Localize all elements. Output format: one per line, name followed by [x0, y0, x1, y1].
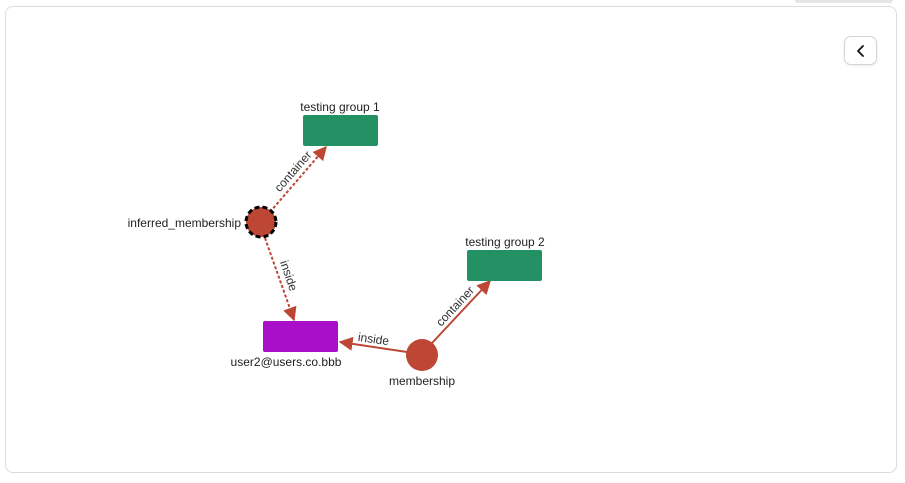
- edge-membership-container[interactable]: [431, 279, 491, 344]
- node-label-testing-group-2: testing group 2: [465, 235, 545, 249]
- edge-label-membership-container: container: [433, 283, 477, 329]
- node-label-membership: membership: [389, 374, 455, 388]
- edge-membership-inside[interactable]: [338, 336, 408, 353]
- node-user[interactable]: [263, 321, 338, 352]
- top-shadow: [795, 0, 893, 3]
- edge-label-membership-inside: inside: [357, 330, 390, 348]
- collapse-panel-button[interactable]: [844, 36, 877, 65]
- node-label-user: user2@users.co.bbb: [231, 355, 342, 369]
- node-testing-group-1[interactable]: [303, 115, 378, 146]
- node-label-testing-group-1: testing group 1: [300, 100, 380, 114]
- node-label-inferred-membership: inferred_membership: [128, 216, 242, 230]
- edge-label-inferred-inside: inside: [277, 259, 301, 294]
- node-membership[interactable]: [406, 339, 438, 371]
- node-inferred-membership[interactable]: [244, 205, 278, 239]
- edge-inferred-container[interactable]: [269, 145, 327, 213]
- edge-inferred-inside[interactable]: [264, 237, 297, 322]
- edge-label-inferred-container: container: [272, 148, 315, 194]
- node-testing-group-2[interactable]: [467, 250, 542, 281]
- graph-panel: [5, 6, 897, 473]
- chevron-left-icon: [856, 44, 864, 57]
